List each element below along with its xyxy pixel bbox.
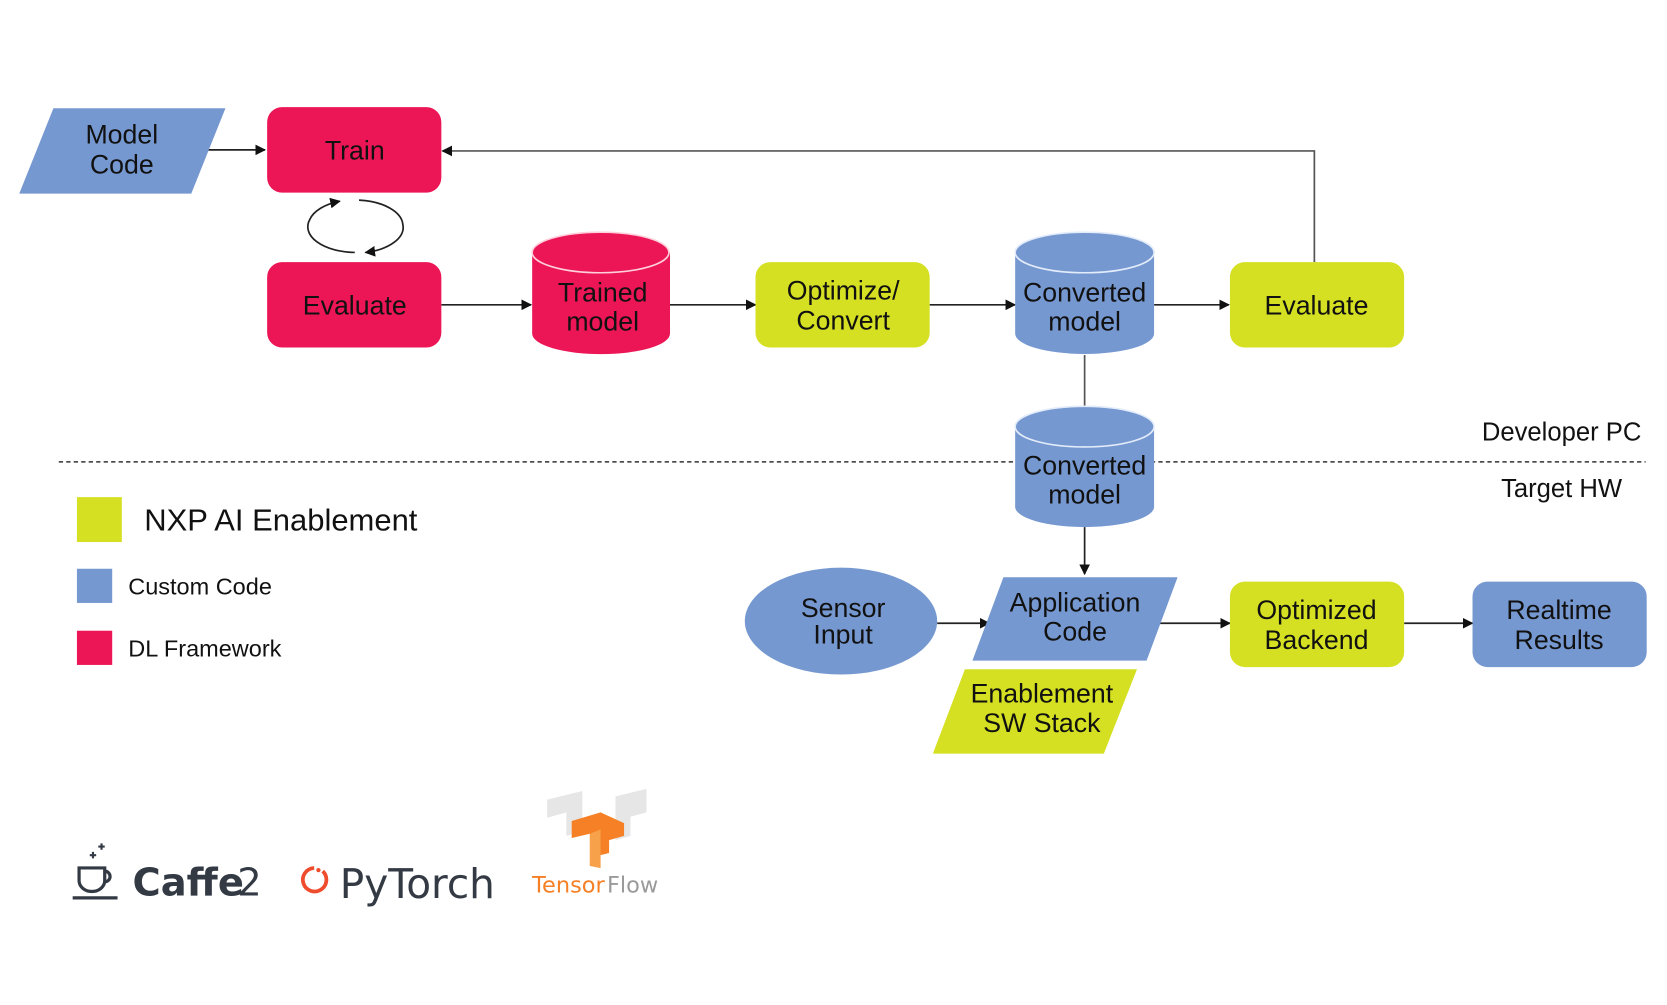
node-label: Evaluate bbox=[303, 290, 407, 320]
node-label: Model bbox=[85, 119, 158, 149]
caffe2-wordmark: Caffe bbox=[133, 861, 244, 906]
pytorch-wordmark: PyTorch bbox=[340, 860, 495, 908]
legend-swatch bbox=[76, 497, 122, 543]
legend-swatch bbox=[76, 568, 113, 603]
node-label: Realtime bbox=[1506, 595, 1611, 625]
legend-label: Custom Code bbox=[128, 573, 272, 599]
node-label: Application bbox=[1010, 587, 1141, 617]
pytorch-flame-icon bbox=[301, 866, 329, 894]
node-evaluate-dl[interactable]: Evaluate bbox=[267, 262, 442, 348]
node-evaluate-nxp[interactable]: Evaluate bbox=[1229, 262, 1405, 348]
logo-pytorch: PyTorch bbox=[301, 860, 495, 908]
node-label: Backend bbox=[1265, 625, 1369, 655]
tensorflow-wordmark-flow: Flow bbox=[607, 873, 658, 899]
node-label: model bbox=[566, 306, 639, 336]
node-label: model bbox=[1048, 480, 1121, 510]
tensorflow-wordmark: Tensor bbox=[531, 873, 605, 899]
logo-caffe2: Caffe 2 bbox=[72, 843, 262, 906]
node-sensor-input[interactable]: Sensor Input bbox=[744, 567, 938, 675]
node-converted-model-hw[interactable]: Converted model bbox=[1014, 405, 1155, 528]
edges bbox=[205, 144, 1474, 629]
legend-label: NXP AI Enablement bbox=[144, 502, 418, 537]
legend-item-nxp: NXP AI Enablement bbox=[76, 497, 418, 543]
node-label: Convert bbox=[796, 305, 890, 335]
node-label: Enablement bbox=[971, 678, 1114, 708]
edge-evaluate-to-train-feedback bbox=[441, 145, 1316, 263]
node-application-code[interactable]: Application Code bbox=[972, 577, 1178, 661]
coffee-cup-icon bbox=[72, 843, 118, 900]
legend-item-custom: Custom Code bbox=[76, 568, 272, 603]
node-label: model bbox=[1048, 306, 1121, 336]
node-trained-model[interactable]: Trained model bbox=[531, 231, 671, 355]
node-label: Code bbox=[1043, 616, 1107, 646]
legend-item-dl: DL Framework bbox=[76, 630, 282, 665]
region-label-target-hw: Target HW bbox=[1501, 475, 1623, 503]
node-label: Results bbox=[1515, 625, 1604, 655]
legend-swatch bbox=[76, 630, 113, 665]
region-label-developer-pc: Developer PC bbox=[1482, 419, 1642, 447]
node-realtime-results[interactable]: Realtime Results bbox=[1472, 581, 1647, 668]
node-label: Sensor bbox=[801, 593, 886, 623]
tensorflow-cube-icon bbox=[547, 788, 647, 868]
node-label: Trained bbox=[558, 278, 648, 308]
legend-label: DL Framework bbox=[128, 635, 281, 661]
node-label: Input bbox=[813, 620, 873, 650]
node-label: Train bbox=[325, 135, 385, 165]
train-evaluate-cycle-icon bbox=[307, 197, 404, 257]
node-label: Optimize/ bbox=[787, 275, 900, 305]
caffe2-wordmark-number: 2 bbox=[237, 861, 261, 906]
node-label: Evaluate bbox=[1265, 290, 1369, 320]
node-optimize-convert[interactable]: Optimize/ Convert bbox=[755, 262, 930, 348]
node-label: Converted bbox=[1023, 451, 1146, 481]
node-train[interactable]: Train bbox=[267, 107, 442, 193]
node-enablement-sw-stack[interactable]: Enablement SW Stack bbox=[932, 669, 1137, 754]
node-label: SW Stack bbox=[983, 708, 1101, 738]
node-model-code[interactable]: Model Code bbox=[19, 108, 226, 194]
node-label: Converted bbox=[1023, 278, 1146, 308]
logo-tensorflow: Tensor Flow bbox=[531, 788, 658, 899]
node-optimized-backend[interactable]: Optimized Backend bbox=[1229, 581, 1405, 668]
node-label: Code bbox=[90, 149, 154, 179]
node-converted-model-pc[interactable]: Converted model bbox=[1014, 231, 1155, 354]
node-label: Optimized bbox=[1256, 595, 1376, 625]
legend: NXP AI Enablement Custom Code DL Framewo… bbox=[76, 497, 418, 665]
